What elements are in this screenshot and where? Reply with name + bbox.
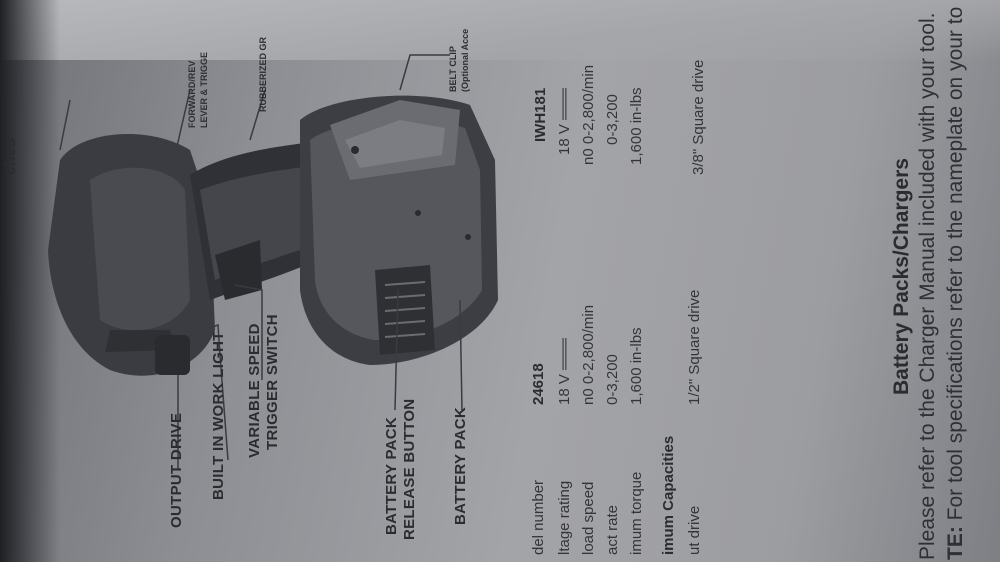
callout-battery-release-1: BATTERY PACK (383, 416, 400, 535)
callout-built-in-work-light: BUILT IN WORK LIGHT (210, 331, 227, 500)
callout-forward-reverse-1: FORWARD/REV (187, 60, 197, 128)
spec-col2-impact: 0-3,200 (604, 94, 621, 145)
spec-row-label: load speed (580, 481, 597, 555)
callout-belt-clip-1: BELT CLIP (448, 46, 458, 92)
spec-col2-header: IWH181 (532, 87, 549, 142)
callout-variable-speed-2: TRIGGER SWITCH (264, 314, 281, 450)
spec-col2-torque: 1,600 in-lbs (628, 87, 645, 165)
callout-rubberized-grip: RUBBERIZED GR (258, 36, 268, 112)
spec-row-label: act rate (604, 504, 621, 555)
side-heading: ches (2, 138, 19, 175)
callout-forward-reverse-2: LEVER & TRIGGE (199, 51, 209, 128)
battery-section-title: Battery Packs/Chargers (890, 158, 913, 395)
spec-col2-voltage: 18 V ═══ (556, 88, 573, 155)
spec-col1-voltage: 18 V ═══ (556, 338, 573, 405)
spec-col2-noload: n0 0-2,800/min (580, 64, 597, 165)
battery-note-line2: TE: For tool specifications refer to the… (944, 7, 968, 560)
note-text: For tool specifications refer to the nam… (944, 6, 967, 527)
callout-belt-clip-2: (Optional Acce (460, 28, 470, 92)
spec-col1-torque: 1,600 in-lbs (628, 327, 645, 405)
capacities-row-label: ut drive (686, 505, 703, 555)
page-shadow (0, 0, 60, 562)
capacities-col1: 1/2" Square drive (686, 289, 703, 405)
spec-row-label: imum torque (628, 471, 645, 555)
tool-head-panel (90, 167, 190, 331)
page-binding-edge (0, 0, 1000, 60)
output-drive-anvil (155, 335, 190, 375)
spec-col1-header: 24618 (530, 363, 547, 405)
spec-row-label: del number (530, 479, 547, 555)
spec-row-label: ltage rating (556, 480, 573, 555)
spec-col1-impact: 0-3,200 (604, 354, 621, 405)
callout-battery-pack: BATTERY PACK (452, 406, 469, 525)
trigger (215, 240, 262, 300)
battery-note-line1: Please refer to the Charger Manual inclu… (916, 12, 939, 560)
callout-output-drive: OUTPUT DRIVE (168, 412, 185, 528)
callout-variable-speed-1: VARIABLE SPEED (246, 323, 263, 458)
spec-col1-noload: n0 0-2,800/min (580, 304, 597, 405)
callout-battery-release-2: RELEASE BUTTON (401, 398, 418, 540)
capacities-header: imum Capacities (660, 435, 677, 555)
capacities-col2: 3/8" Square drive (690, 59, 707, 175)
note-prefix: TE: (944, 526, 967, 560)
